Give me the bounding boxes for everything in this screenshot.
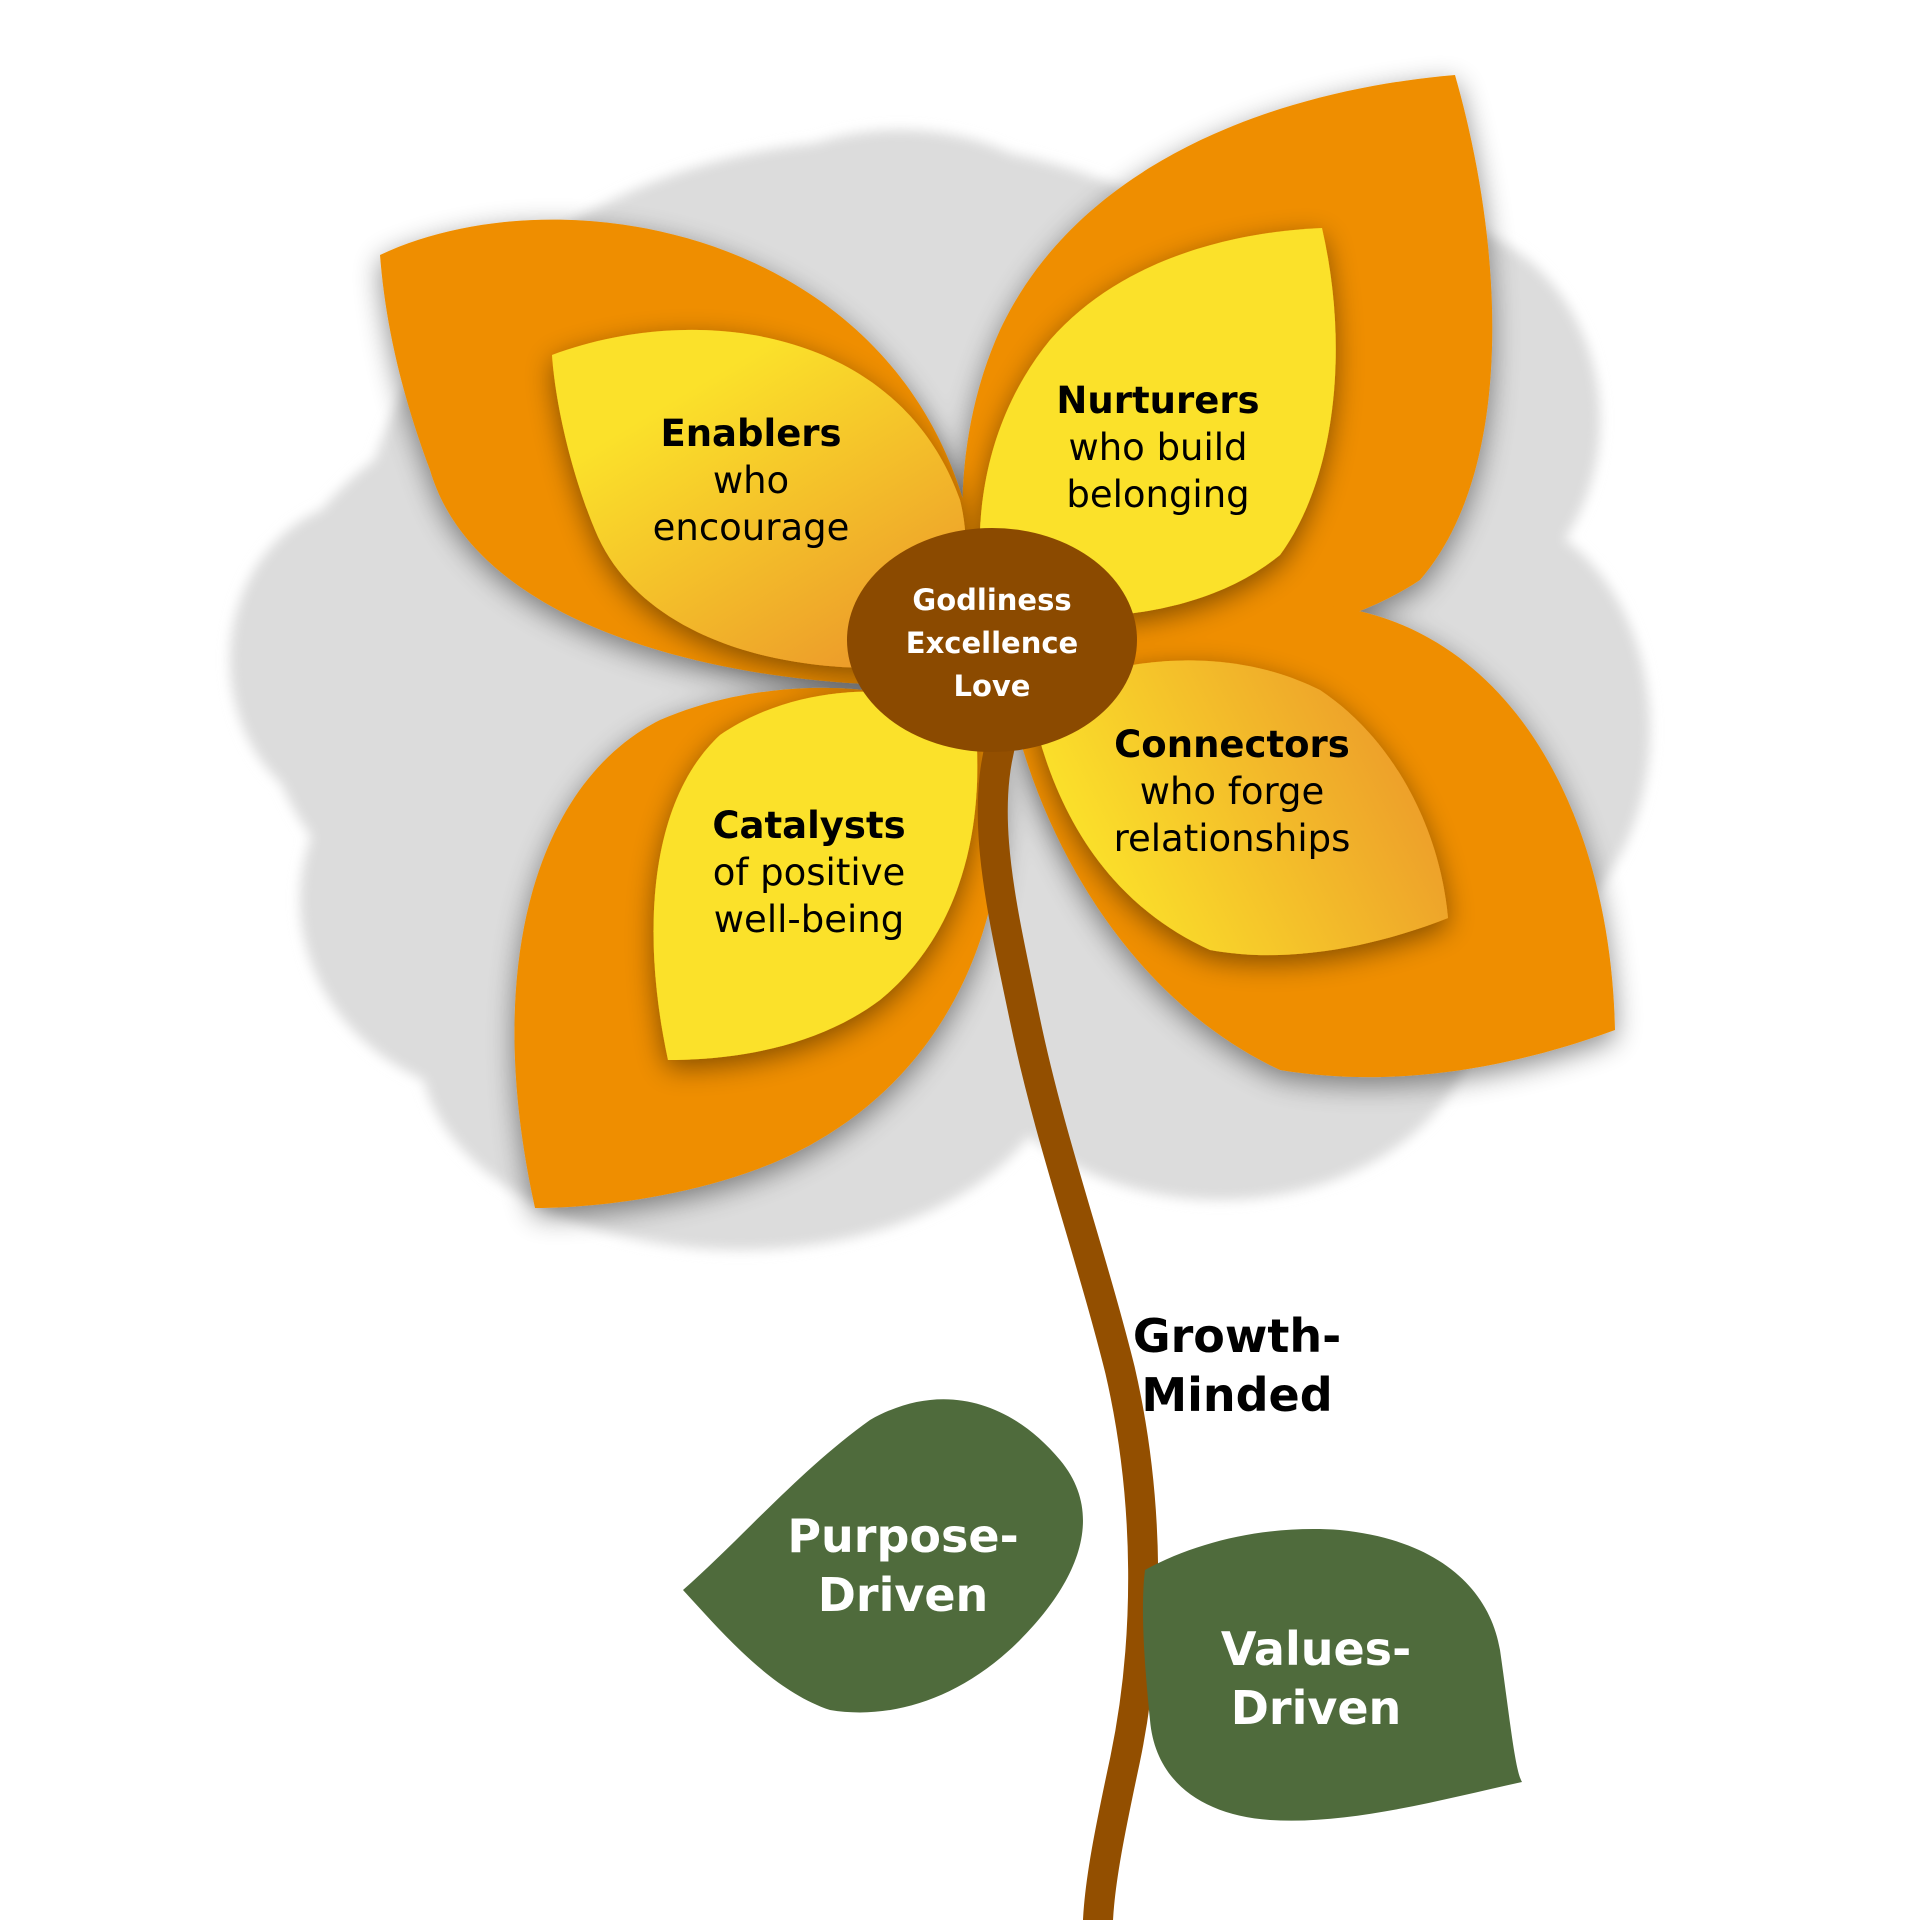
inner-petals — [552, 228, 1448, 1060]
catalysts-line-1: of positive — [713, 851, 906, 894]
petal-labels: Enablers who encourage Nurturers who bui… — [653, 379, 1351, 941]
inner-petal-connectors — [1030, 660, 1448, 956]
connectors-line-2: relationships — [1114, 817, 1351, 860]
inner-petal-nurturers — [979, 228, 1336, 618]
connectors-line-1: who forge — [1140, 770, 1325, 813]
leaf-labels: Purpose- Driven Values- Driven — [787, 1509, 1411, 1735]
stem-label-line-2: Minded — [1141, 1368, 1332, 1422]
connectors-title: Connectors — [1114, 723, 1350, 766]
stem — [977, 700, 1159, 1925]
purpose-driven-line-2: Driven — [818, 1568, 989, 1622]
leaf-purpose-driven — [683, 1399, 1083, 1713]
leaf-values-driven — [1142, 1529, 1522, 1821]
nurturers-line-1: who build — [1068, 426, 1247, 469]
catalysts-title: Catalysts — [712, 804, 905, 847]
stem-label-line-1: Growth- — [1133, 1309, 1341, 1363]
center-line-1: Godliness — [912, 583, 1071, 617]
purpose-driven-line-1: Purpose- — [787, 1509, 1018, 1563]
stem-label: Growth- Minded — [1133, 1309, 1341, 1422]
catalysts-line-2: well-being — [714, 898, 904, 941]
center-line-3: Love — [954, 669, 1031, 703]
inner-petal-enablers — [552, 329, 966, 669]
center-line-2: Excellence — [906, 626, 1078, 660]
flower-center — [847, 528, 1137, 752]
enablers-line-2: encourage — [653, 506, 850, 549]
nurturers-title: Nurturers — [1056, 379, 1259, 422]
enablers-line-1: who — [713, 459, 789, 502]
center-values: Godliness Excellence Love — [906, 583, 1078, 703]
values-driven-line-1: Values- — [1221, 1622, 1411, 1676]
nurturers-line-2: belonging — [1066, 473, 1249, 516]
inner-petal-catalysts — [653, 691, 978, 1060]
enablers-title: Enablers — [660, 412, 841, 455]
values-driven-line-2: Driven — [1231, 1681, 1402, 1735]
